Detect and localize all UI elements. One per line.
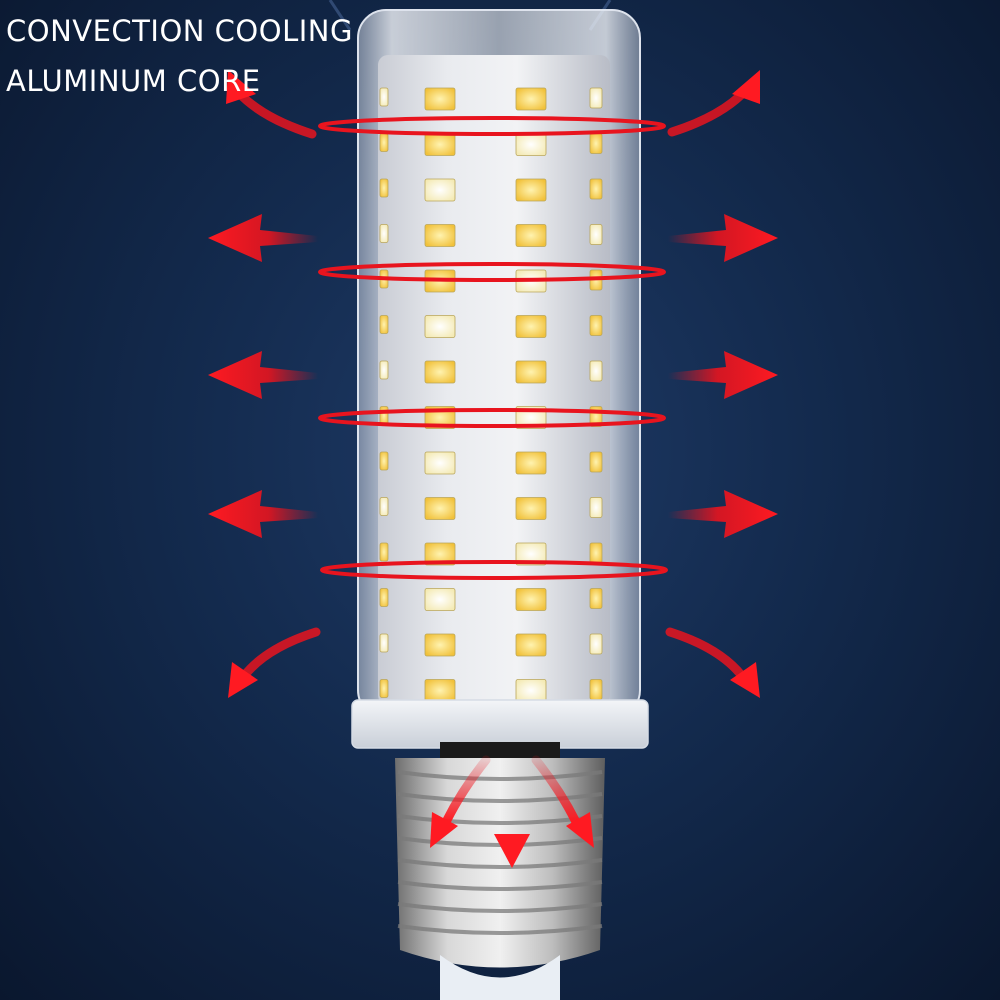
convection-ring-icon [318,116,666,136]
led-chip-icon [515,588,547,611]
led-chip-icon [515,497,547,520]
led-chip-icon [379,406,389,425]
heat-arrow-icon [667,70,760,137]
led-chip-icon [515,87,547,111]
screw-thread [397,924,603,935]
screw-thread [397,858,603,869]
led-chip-icon [589,633,603,655]
led-chip-icon [515,315,547,338]
led-chip-icon [424,315,456,338]
led-chip-icon [424,224,456,247]
cover-collar [351,699,649,749]
led-chip-icon [589,133,603,154]
led-chip-icon [379,360,389,380]
heat-arrow-icon [665,627,760,698]
screw-thread [397,880,603,891]
caption-aluminum-core: ALUMINUM CORE [6,64,261,98]
led-chip-icon [379,497,389,516]
led-chip-icon [589,497,603,518]
led-chip-icon [424,360,456,384]
led-chip-icon [424,178,456,202]
led-chip-icon [515,178,547,202]
led-chip-icon [589,178,603,200]
heat-arrow-icon [208,351,318,399]
heat-arrow-icon [228,627,321,698]
led-chip-icon [379,588,389,607]
led-chip-icon [424,133,456,156]
screw-thread [397,770,603,781]
caption-convection-cooling: CONVECTION COOLING [6,14,353,48]
led-chip-icon [515,224,547,247]
led-chip-icon [379,451,389,471]
led-chip-icon [379,178,389,198]
led-chip-icon [589,542,603,564]
aluminum-core [378,55,610,705]
led-chip-icon [589,315,603,336]
heat-arrow-icon [494,759,530,868]
led-chip-icon [424,451,456,475]
led-chip-icon [379,633,389,653]
heat-arrow-icon [668,490,778,538]
led-chip-icon [589,87,603,109]
heat-arrows [208,70,778,868]
heat-arrow-icon [668,214,778,262]
led-chip-icon [379,679,389,698]
led-chip-icon [424,633,456,657]
led-chip-icon [589,360,603,382]
heat-arrow-icon [208,490,318,538]
convection-ring-icon [320,560,668,580]
heat-arrow-icon [430,755,491,848]
heat-arrow-icon [668,351,778,399]
led-chip-icon [424,497,456,520]
led-chip-icon [515,679,547,702]
heat-arrow-icon [226,70,317,139]
led-chip-icon [589,451,603,473]
convection-ring-icon [318,262,666,282]
screw-base [395,758,605,1000]
led-chip-icon [379,87,389,107]
led-chip-icon [379,133,389,152]
heat-arrow-icon [208,214,318,262]
led-chip-icon [589,224,603,245]
heat-arrow-icon [531,755,594,848]
screw-thread [397,902,603,913]
led-chip-icon [515,451,547,475]
led-chip-icon [515,360,547,384]
led-chip-icon [379,224,389,243]
convection-rings [318,116,668,580]
led-chip-icon [589,588,603,609]
led-chip-icon [515,133,547,156]
led-chip-icon [379,315,389,334]
convection-ring-icon [318,408,666,428]
led-chip-icon [424,679,456,702]
base-gap [440,742,560,758]
led-chip-icon [424,542,456,566]
led-chip-icon [424,588,456,611]
screw-thread [397,792,603,803]
led-chip-icon [515,542,547,566]
led-chip-icon [589,679,603,700]
led-chip-icon [424,87,456,111]
led-chip-icon [515,633,547,657]
led-grid [379,87,603,702]
led-chip-icon [379,542,389,562]
